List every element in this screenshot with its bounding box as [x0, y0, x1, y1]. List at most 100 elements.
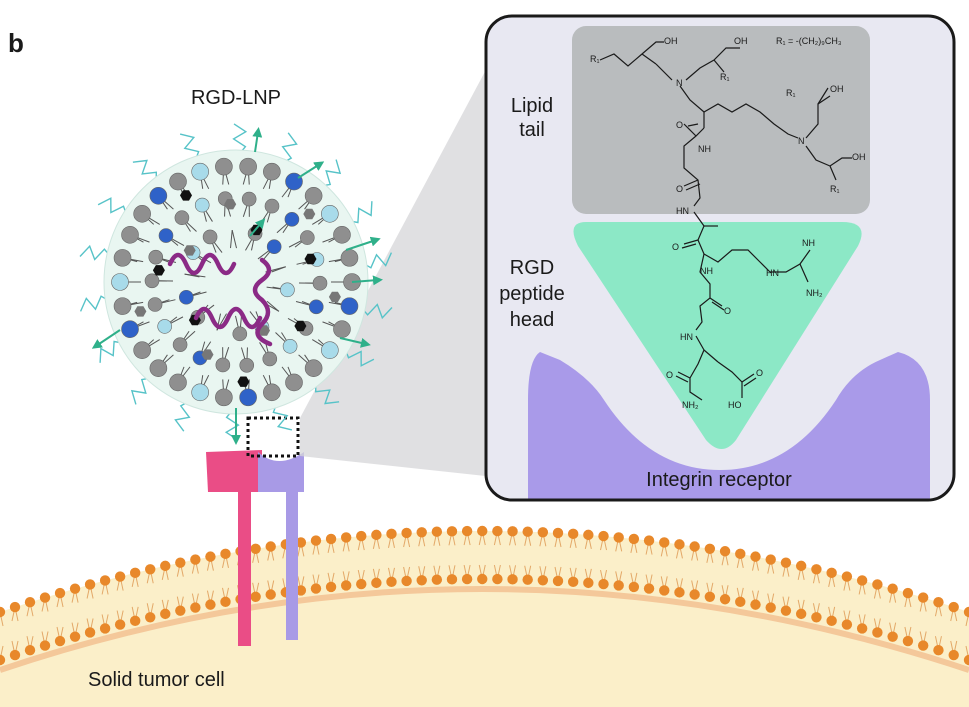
membrane-head	[887, 631, 898, 642]
atom-o: O	[666, 370, 673, 380]
membrane-head	[492, 525, 503, 537]
membrane-head	[265, 541, 276, 552]
membrane-head	[145, 612, 156, 623]
membrane-head	[356, 578, 367, 590]
peg-chain	[360, 303, 393, 320]
membrane-head	[175, 605, 186, 616]
lipid-head	[202, 229, 218, 245]
membrane-head	[0, 654, 6, 666]
peg-chain	[174, 400, 191, 432]
lipid-head	[111, 273, 129, 291]
peg-chain	[99, 340, 124, 363]
lipid-head	[232, 326, 248, 342]
membrane-head	[598, 530, 609, 542]
cell-receptors	[206, 416, 304, 646]
membrane-head	[674, 539, 685, 550]
membrane-head	[522, 526, 533, 537]
membrane-head	[190, 602, 201, 613]
peg-chain	[281, 132, 298, 164]
peg-chain	[320, 159, 342, 187]
membrane-head	[145, 564, 156, 575]
membrane-head	[371, 529, 382, 541]
membrane-head	[507, 526, 518, 537]
peg-chain	[272, 403, 293, 431]
lipid-head	[174, 210, 190, 226]
nanoparticle-label: RGD-LNP	[191, 87, 281, 109]
atom-oh: OH	[664, 36, 678, 46]
lnp-lipids	[111, 157, 361, 407]
membrane-head	[598, 578, 609, 590]
atom-o: O	[724, 306, 731, 316]
membrane-head	[24, 644, 36, 656]
rgd-lnp	[79, 123, 393, 445]
membrane-head	[583, 529, 594, 541]
atom-nh2: NH₂	[682, 400, 699, 410]
lipid-head	[263, 383, 281, 402]
cholesterol	[304, 253, 317, 265]
membrane-head	[887, 583, 898, 594]
membrane-head	[205, 551, 216, 562]
membrane-head	[735, 596, 746, 608]
lipid-head	[266, 239, 282, 254]
membrane-head	[917, 640, 929, 651]
chemical-structure: R₁ OH OH R₁ N R₁ = -(CH₂)₉CH₃ O NH O HN …	[590, 36, 866, 410]
atom-oh: OH	[830, 84, 844, 94]
atom-oh: OH	[852, 152, 866, 162]
lipid-head	[169, 373, 187, 392]
membrane-head	[295, 537, 307, 548]
membrane-head	[175, 557, 186, 568]
lipid-head	[262, 351, 278, 367]
cholesterol	[224, 199, 237, 210]
peg-chain	[224, 409, 240, 441]
membrane-head	[689, 589, 700, 600]
membrane-head	[129, 615, 141, 627]
membrane-head	[567, 576, 579, 588]
membrane-head	[826, 567, 837, 579]
membrane-head	[325, 533, 337, 545]
membrane-head	[160, 560, 171, 572]
membrane-head	[902, 635, 914, 647]
membrane-head	[719, 546, 731, 557]
cholesterol	[328, 291, 341, 303]
atom-hn: HN	[766, 268, 779, 278]
membrane-head	[552, 527, 564, 539]
cholesterol	[201, 349, 214, 360]
membrane-head	[84, 579, 96, 590]
zoom-box	[246, 416, 300, 458]
atom-r1: R₁	[830, 184, 840, 194]
lipid-head	[191, 383, 209, 402]
pink-receptor-head	[206, 450, 262, 492]
lipid-head	[239, 157, 257, 176]
membrane-head	[613, 532, 624, 543]
membrane-head	[933, 596, 944, 608]
peg-chain	[179, 133, 200, 161]
peg-chain	[344, 348, 375, 367]
lipid-head	[191, 162, 209, 181]
r1-definition: R₁ = -(CH₂)₉CH₃	[776, 36, 842, 46]
membrane-head	[872, 627, 883, 638]
membrane-head	[24, 596, 36, 608]
lipid-head	[340, 249, 359, 267]
membrane-head	[872, 579, 883, 590]
membrane-head	[628, 581, 640, 593]
cholesterol	[152, 265, 165, 276]
atom-o: O	[672, 242, 679, 252]
lipid-head	[172, 337, 188, 352]
membrane-head	[0, 606, 6, 618]
lipid-head	[121, 226, 139, 244]
membrane-head	[461, 573, 473, 585]
membrane-head	[933, 644, 944, 656]
membrane-head	[750, 551, 761, 562]
lipid-head	[215, 388, 233, 407]
cholesterol	[180, 190, 192, 201]
lipid-head	[239, 358, 255, 373]
membrane-head	[205, 599, 216, 610]
cholesterol	[183, 245, 196, 256]
atom-n: N	[798, 136, 805, 146]
cholesterol	[134, 306, 147, 317]
atom-r1: R₁	[786, 88, 796, 98]
targeting-arrows	[91, 127, 383, 445]
membrane-head	[69, 631, 81, 642]
peptide-label-line2: peptide	[499, 283, 565, 305]
